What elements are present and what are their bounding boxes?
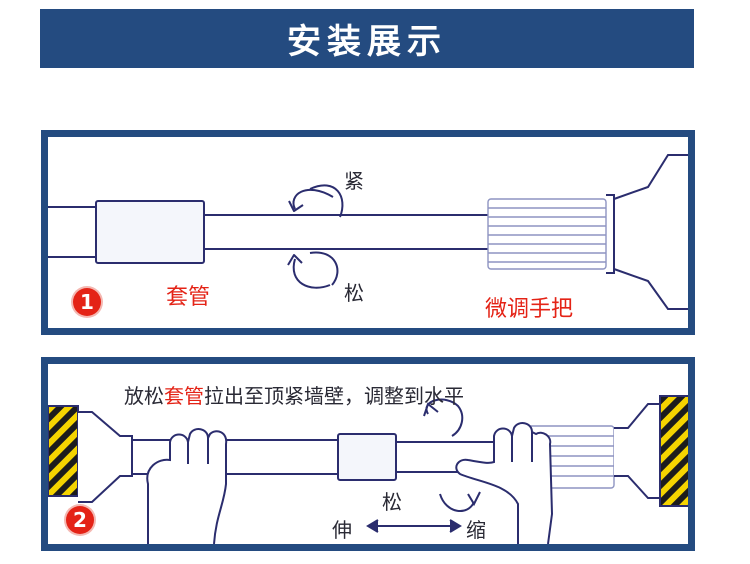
section-title: 安装展示: [287, 22, 447, 62]
left-wall-icon: [48, 405, 79, 497]
end-cap-foot: [613, 154, 688, 310]
loosen-label: 松: [344, 281, 364, 305]
left-hand-icon: [146, 428, 228, 544]
sleeve-collar: [95, 200, 205, 264]
step-number-badge: 2: [66, 506, 94, 534]
step-1-illustration: [48, 154, 688, 310]
extend-label: 伸: [332, 518, 352, 542]
handle-label: 微调手把: [485, 297, 574, 322]
loosen-arrow: [292, 258, 331, 289]
left-end-cap: [78, 411, 133, 503]
adjust-handle-grip: [487, 198, 607, 270]
right-end-cap: [614, 403, 661, 499]
sleeve-collar: [337, 433, 397, 481]
instruction-text: 放松套管拉出至顶紧墙壁，调整到水平: [124, 384, 464, 408]
sleeve-label: 套管: [166, 285, 211, 310]
step-2-illustration: [48, 395, 688, 544]
retract-label: 缩: [466, 518, 486, 542]
loosen-arrow: [439, 493, 475, 512]
step-1-panel: 紧 松 套管 微调手把 1: [41, 130, 695, 335]
tighten-arrow: [292, 188, 334, 210]
right-wall-icon: [659, 395, 688, 507]
end-cap-neck: [606, 194, 615, 274]
loosen-label: 松: [382, 490, 402, 514]
step-number-badge: 1: [73, 288, 101, 316]
right-hand-icon: [455, 422, 554, 544]
section-title-banner: 安装展示: [40, 9, 694, 68]
tighten-label: 紧: [344, 169, 364, 193]
step-2-panel: 放松套管拉出至顶紧墙壁，调整到水平 松 伸 缩 2: [41, 357, 695, 551]
